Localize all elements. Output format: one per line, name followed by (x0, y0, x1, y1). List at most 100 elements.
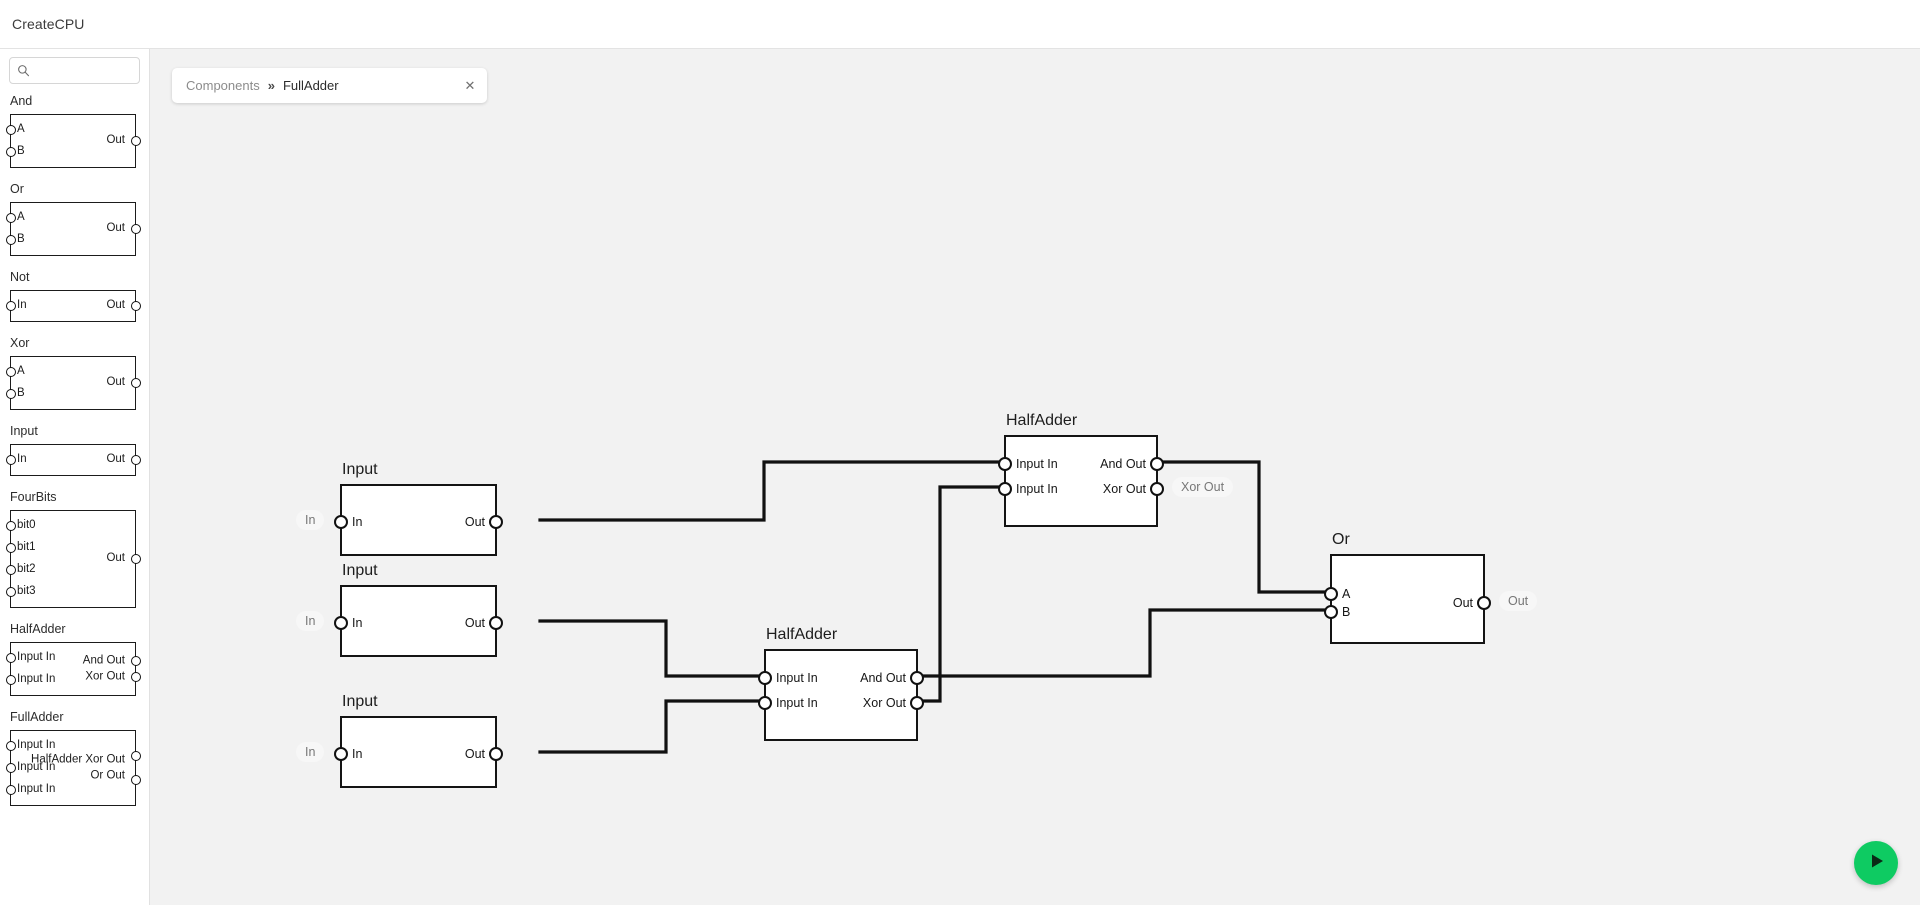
wire-halfadder1-and-to-or-a (1148, 460, 1332, 594)
output-pin-icon[interactable] (131, 455, 141, 465)
node-input-pin-icon[interactable] (1324, 605, 1338, 619)
node-title: Or (1332, 531, 1350, 548)
input-pin-icon[interactable] (6, 455, 16, 465)
input-pin-icon[interactable] (6, 675, 16, 685)
palette-item-label: Xor (10, 336, 30, 350)
search-box[interactable] (9, 57, 140, 84)
output-pin-label: Out (106, 453, 125, 466)
close-icon[interactable]: ✕ (464, 77, 476, 93)
input-pin-icon[interactable] (6, 235, 16, 245)
input-pin-icon[interactable] (6, 125, 16, 135)
palette-pin-row: bit1 (6, 537, 135, 559)
output-pin-icon[interactable] (131, 655, 141, 666)
output-pin-icon[interactable] (131, 751, 141, 762)
node-output-pin-icon[interactable] (489, 616, 503, 630)
breadcrumb-root[interactable]: Components (186, 78, 260, 93)
output-pin-icon[interactable] (131, 774, 141, 785)
breadcrumb-tab[interactable]: Components » FullAdder ✕ (172, 68, 487, 103)
node-output-pin-icon[interactable] (489, 747, 503, 761)
node-output-pin-icon[interactable] (910, 671, 924, 685)
output-pin-label: Xor Out (85, 670, 125, 682)
node-output-pin-icon[interactable] (1150, 457, 1164, 471)
input-pin-icon[interactable] (6, 213, 16, 223)
output-pin-icon[interactable] (131, 224, 141, 234)
input-pin-icon[interactable] (6, 741, 16, 751)
input-pin-icon[interactable] (6, 301, 16, 311)
node-input-pin-icon[interactable] (1324, 587, 1338, 601)
output-pin-icon[interactable] (131, 554, 141, 564)
input-pin-icon[interactable] (6, 389, 16, 399)
input-pin-icon[interactable] (6, 763, 16, 773)
output-pin-label: Out (106, 552, 125, 565)
output-pin-label: And Out (82, 654, 125, 667)
node-input-label: B (1342, 605, 1351, 619)
output-pin-icon[interactable] (131, 672, 141, 683)
input-pin-icon[interactable] (6, 147, 16, 157)
node-input-pin-icon[interactable] (998, 482, 1012, 496)
pin-pill-left: In (296, 510, 325, 530)
search-icon (17, 64, 30, 77)
palette-pin-row: bit0 (6, 515, 135, 537)
node-output-label: Xor Out (1102, 482, 1146, 496)
input-pin-icon[interactable] (6, 367, 16, 377)
input-pin-icon[interactable] (6, 521, 16, 531)
input-pin-icon[interactable] (6, 543, 16, 553)
node-input-pin-icon[interactable] (334, 616, 348, 630)
node-output-pin-icon[interactable] (489, 515, 503, 529)
palette-item-label: Input (10, 424, 38, 438)
output-pin-icon[interactable] (131, 136, 141, 146)
output-pin-icon[interactable] (131, 378, 141, 388)
palette-outputs: Out (106, 452, 125, 468)
node-output-pin-icon[interactable] (1477, 596, 1491, 610)
input-pin-icon[interactable] (6, 565, 16, 575)
node-input-pin-icon[interactable] (334, 747, 348, 761)
node-input-pin-icon[interactable] (334, 515, 348, 529)
node-output-pin-icon[interactable] (910, 696, 924, 710)
node-input-pin-icon[interactable] (758, 696, 772, 710)
circuit-canvas[interactable]: Components » FullAdder ✕ Inpu (150, 49, 1920, 905)
node-input-pin-icon[interactable] (998, 457, 1012, 471)
node-title: Input (342, 562, 378, 579)
input-pin-icon[interactable] (6, 653, 16, 663)
palette-pin-row: Input In (6, 647, 135, 669)
run-simulation-button[interactable] (1854, 841, 1898, 885)
palette-item-label: FourBits (10, 490, 57, 504)
node-input-pin-icon[interactable] (758, 671, 772, 685)
search-input[interactable] (35, 63, 132, 78)
top-bar: CreateCPU (0, 0, 1920, 49)
output-pin-label: HalfAdder Xor Out (31, 753, 125, 766)
input-pin-icon[interactable] (6, 587, 16, 597)
input-pin-icon[interactable] (6, 785, 16, 795)
node-output-pin-icon[interactable] (1150, 482, 1164, 496)
output-pin-icon[interactable] (131, 301, 141, 311)
